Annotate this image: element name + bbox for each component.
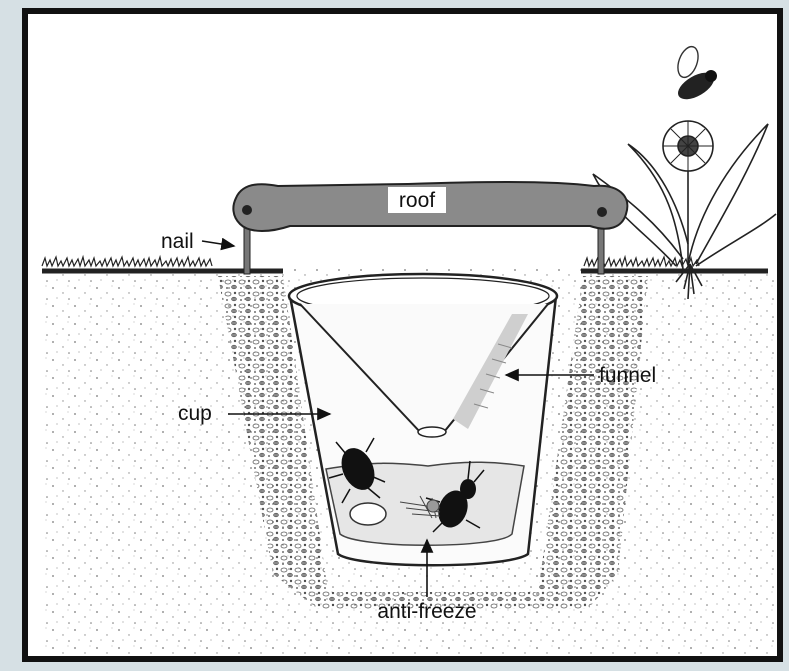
anti-freeze-label-text: anti-freeze — [377, 600, 476, 623]
diagram-canvas: roof nail cup funnel anti-freeze — [28, 14, 777, 656]
nail-label-text: nail — [161, 230, 194, 253]
ground-surface — [42, 257, 768, 271]
cup-label-text: cup — [178, 402, 212, 425]
pitfall-trap-diagram: roof nail cup funnel anti-freeze — [28, 14, 777, 656]
label-roof: roof — [399, 189, 435, 212]
diagram-frame: roof nail cup funnel anti-freeze — [22, 8, 783, 662]
label-nail: nail — [161, 230, 234, 253]
funnel-label-text: funnel — [599, 364, 656, 387]
roof-label-text: roof — [399, 189, 435, 212]
bee-icon — [674, 44, 719, 105]
